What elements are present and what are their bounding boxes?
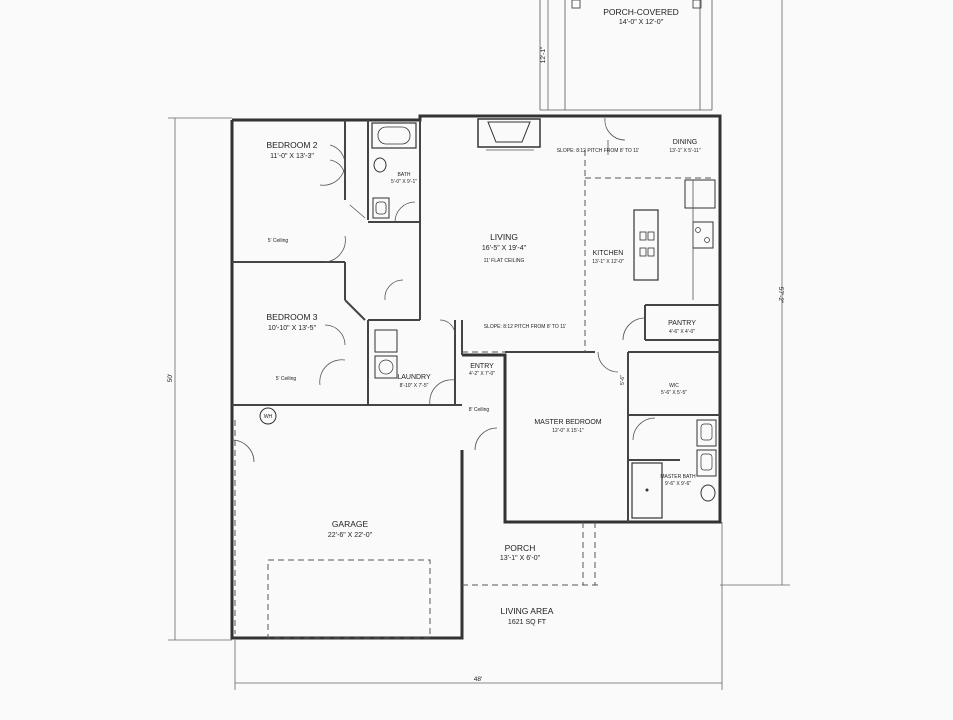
wic-name: WIC xyxy=(669,383,679,389)
bedroom2-note: 5' Ceiling xyxy=(268,238,289,244)
kitchen-size: 13'-1" X 12'-0" xyxy=(592,259,624,265)
dimension-left: 50' xyxy=(167,374,174,382)
dimension-lines xyxy=(168,0,790,690)
dimension-porch-depth: 12'-1" xyxy=(540,46,547,63)
living-area-title: LIVING AREA xyxy=(501,606,554,616)
bedroom3-name: BEDROOM 3 xyxy=(266,312,317,322)
dining-name: DINING xyxy=(673,139,698,146)
porch-covered-name: PORCH-COVERED xyxy=(603,7,679,17)
water-heater-label: WH xyxy=(264,414,273,420)
garage-door xyxy=(267,559,431,639)
bath-name: BATH xyxy=(398,172,411,178)
dimension-wic-gap: 5'-6" xyxy=(620,375,626,385)
porch-covered-outline xyxy=(539,0,713,111)
slope-note-top: SLOPE: 8:12 PITCH FROM 8' TO 11' xyxy=(557,148,640,154)
master-bath-name: MASTER BATH xyxy=(660,474,696,480)
master-bath-size: 9'-6" X 9'-6" xyxy=(665,481,691,487)
kitchen-fixtures xyxy=(633,179,716,300)
entry-name: ENTRY xyxy=(470,363,494,370)
dining-size: 13'-1" X 5'-11" xyxy=(669,148,700,154)
master-bedroom-name: MASTER BEDROOM xyxy=(534,419,601,426)
door-swings xyxy=(231,117,656,463)
garage-size: 22'-6" X 22'-0" xyxy=(328,532,373,539)
dimension-bottom: 48' xyxy=(474,676,482,683)
master-bedroom-size: 12'-0" X 15'-1" xyxy=(552,428,584,434)
water-heater xyxy=(259,407,277,425)
fireplace xyxy=(477,118,541,151)
kitchen-name: KITCHEN xyxy=(593,250,624,257)
pantry-name: PANTRY xyxy=(668,320,696,327)
living-size: 16'-5" X 19'-4" xyxy=(482,245,527,252)
laundry-fixtures xyxy=(374,329,398,379)
room-labels: PORCH-COVERED 14'-0" X 12'-0" BEDROOM 2 … xyxy=(264,7,701,562)
bath-fixtures xyxy=(371,122,417,219)
laundry-size: 8'-10" X 7'-5" xyxy=(400,383,429,389)
porch-covered-size: 14'-0" X 12'-0" xyxy=(619,19,664,26)
living-area-value: 1621 SQ FT xyxy=(508,619,547,626)
bath-size: 5'-0" X 9'-1" xyxy=(391,179,417,185)
entry-size: 4'-2" X 7'-0" xyxy=(469,371,495,377)
dimension-right: 57'-2" xyxy=(777,287,784,304)
pantry-size: 4'-6" X 4'-0" xyxy=(669,329,695,335)
entry-note: 8' Ceiling xyxy=(469,407,490,413)
laundry-name: LAUNDRY xyxy=(397,374,431,381)
living-note: 11' FLAT CEILING xyxy=(484,258,525,264)
wic-size: 5'-6" X 5'-5" xyxy=(661,390,687,396)
bedroom3-size: 10'-10" X 13'-5" xyxy=(268,325,317,332)
porch-size: 13'-1" X 6'-0" xyxy=(500,555,541,562)
area-summary: LIVING AREA 1621 SQ FT xyxy=(501,606,554,626)
bedroom2-size: 11'-0" X 13'-3" xyxy=(270,153,314,160)
dimension-labels: 50' 57'-2" 48' 12'-1" 5'-6" xyxy=(167,46,784,683)
living-name: LIVING xyxy=(490,232,518,242)
bedroom3-note: 5' Ceiling xyxy=(276,376,297,382)
master-bath-fixtures xyxy=(631,419,717,519)
slope-note-bottom: SLOPE: 8:12 PITCH FROM 8' TO 11' xyxy=(484,324,567,330)
bedroom2-name: BEDROOM 2 xyxy=(266,140,317,150)
porch-name: PORCH xyxy=(505,543,536,553)
dashed-zone-lines xyxy=(234,150,715,634)
garage-name: GARAGE xyxy=(332,519,369,529)
